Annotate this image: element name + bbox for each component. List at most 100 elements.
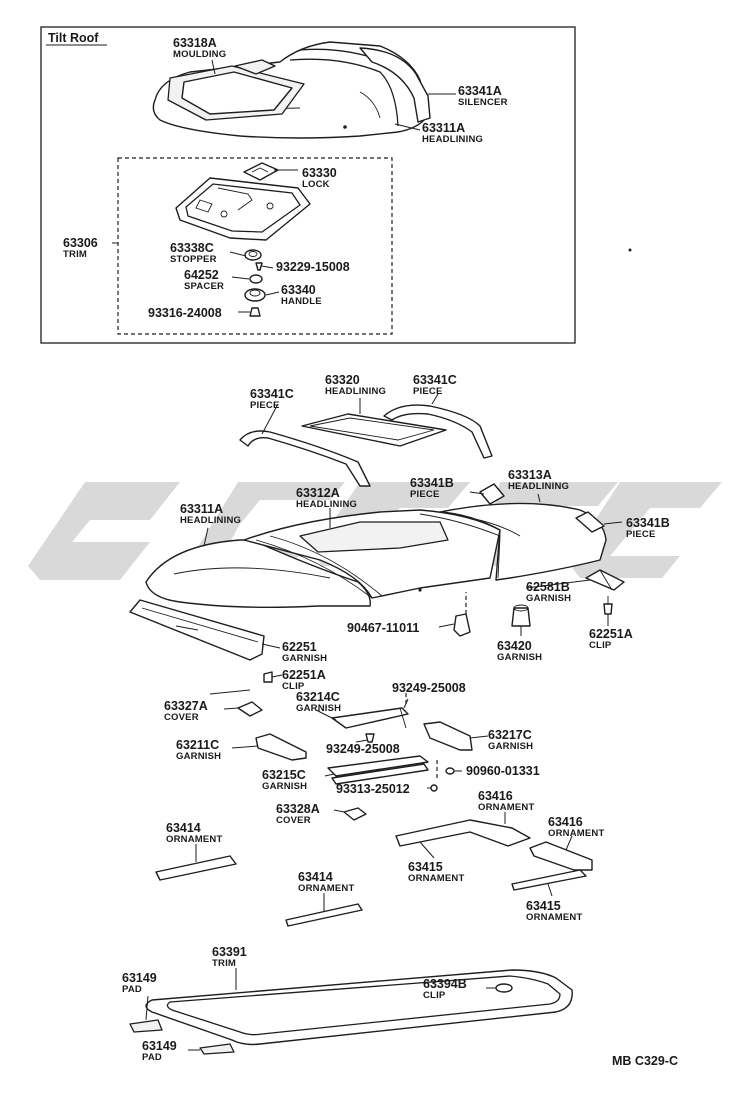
callout-63328a-name: COVER: [276, 815, 311, 826]
garnish-63211c: [255, 733, 307, 761]
ornament-63414-left: [155, 855, 237, 881]
pad-63149-lower: [199, 1043, 235, 1055]
callout-63330-name: LOCK: [302, 179, 330, 190]
screw-93313-25012: [430, 784, 438, 792]
headlining-63320-top: [301, 413, 447, 447]
callout-63311a-main-name: HEADLINING: [180, 515, 241, 526]
callout-63149-lower-number: 63149: [142, 1039, 177, 1053]
callout-63306-name: TRIM: [63, 249, 87, 260]
garnish-62251-front: [129, 599, 265, 661]
callout-63306-number: 63306: [63, 236, 98, 250]
ornament-63416-right: [529, 841, 593, 871]
callout-63311a-main-number: 63311A: [180, 502, 223, 516]
callout-labels: 63318A MOULDING 63341A SILENCER 63311A H…: [63, 36, 678, 1068]
spacer-64252: [249, 274, 263, 284]
clip-62251a-right: [603, 596, 613, 615]
callout-64252-number: 64252: [184, 268, 219, 282]
callout-62581b-number: 62581B: [526, 580, 570, 594]
callout-63214c-number: 63214C: [296, 690, 340, 704]
callout-63415-right-number: 63415: [526, 899, 561, 913]
callout-63313a-number: 63313A: [508, 468, 552, 482]
callout-63341b-small-name: PIECE: [410, 489, 440, 500]
callout-90467-11011-number: 90467-11011: [347, 621, 419, 635]
headlining-63313a-rear: [419, 502, 607, 581]
screw-93249-25008-lower: [365, 733, 375, 743]
callout-63340-number: 63340: [281, 283, 316, 297]
headlining-63312a-center: [243, 509, 501, 599]
callout-63420-number: 63420: [497, 639, 532, 653]
callout-63415-left-number: 63415: [408, 860, 443, 874]
callout-63415-right-name: ORNAMENT: [526, 912, 583, 923]
handle-63340: [244, 288, 266, 302]
trim-plate-63306: [175, 177, 311, 241]
callout-63341c-right-name: PIECE: [413, 386, 443, 397]
callout-63320-number: 63320: [325, 373, 360, 387]
inset-title: Tilt Roof: [48, 31, 99, 45]
callout-93316-24008-number: 93316-24008: [148, 306, 222, 320]
callout-93249-25008-lower-number: 93249-25008: [326, 742, 400, 756]
main-leader-lines: [145, 393, 623, 1051]
callout-93249-25008-upper-number: 93249-25008: [392, 681, 466, 695]
piece-63341c-left: [239, 430, 371, 487]
garnish-63217c: [423, 721, 473, 751]
callout-90960-01331-number: 90960-01331: [466, 764, 540, 778]
callout-62251a-left-number: 62251A: [282, 668, 326, 682]
piece-63341b-small: [479, 483, 505, 505]
callout-63414-left-name: ORNAMENT: [166, 834, 223, 845]
callout-63341c-left-number: 63341C: [250, 387, 294, 401]
silencer-63341a: [359, 47, 431, 123]
garnish-62581b: [585, 569, 625, 591]
callout-63338c-name: STOPPER: [170, 254, 217, 265]
callout-63414-left-number: 63414: [166, 821, 201, 835]
clip-62251a-left: [263, 671, 273, 683]
callout-63217c-number: 63217C: [488, 728, 532, 742]
callout-62251a-left-name: CLIP: [282, 681, 305, 692]
callout-63330-number: 63330: [302, 166, 337, 180]
callout-63391-name: TRIM: [212, 958, 236, 969]
callout-63327a-number: 63327A: [164, 699, 208, 713]
stopper-63338c: [244, 249, 262, 261]
inset-leader-lines: [112, 59, 456, 313]
callout-63394b-name: CLIP: [423, 990, 446, 1001]
callout-63211c-number: 63211C: [176, 738, 219, 752]
clip-63394b: [495, 983, 513, 993]
callout-63149-upper-number: 63149: [122, 971, 157, 985]
callout-63149-lower-name: PAD: [142, 1052, 162, 1063]
callout-63341b-small-number: 63341B: [410, 476, 454, 490]
callout-63341a-number: 63341A: [458, 84, 502, 98]
callout-64252-name: SPACER: [184, 281, 224, 292]
callout-63311a-name: HEADLINING: [422, 134, 483, 145]
ornament-63415-right: [511, 869, 587, 891]
trim-assembly-boundary: [117, 157, 393, 335]
callout-62251a-right-name: CLIP: [589, 640, 612, 651]
piece-63341c-right: [383, 404, 493, 459]
cover-63328a: [343, 807, 367, 821]
callout-63416-left-name: ORNAMENT: [478, 802, 535, 813]
inset-tilt-roof: Tilt Roof: [40, 26, 576, 344]
callout-63328a-number: 63328A: [276, 802, 320, 816]
callout-63311a-number: 63311A: [422, 121, 465, 135]
callout-63415-left-name: ORNAMENT: [408, 873, 465, 884]
stray-dot: [628, 248, 632, 252]
callout-62251-number: 62251: [282, 640, 317, 654]
garnish-63215c: [327, 755, 429, 785]
trim-63391-frame: [145, 969, 573, 1046]
callout-93313-25012-number: 93313-25012: [336, 782, 410, 796]
callout-63416-left-number: 63416: [478, 789, 513, 803]
garnish-63214c: [331, 707, 409, 729]
callout-63318a-name: MOULDING: [173, 49, 226, 60]
callout-62251-name: GARNISH: [282, 653, 327, 664]
callout-63312a-name: HEADLINlNG: [296, 499, 357, 510]
callout-63414-middle-name: ORNAMENT: [298, 883, 355, 894]
callout-63341c-right-number: 63341C: [413, 373, 457, 387]
callout-62251a-right-number: 62251A: [589, 627, 633, 641]
ornament-63414-middle: [285, 903, 363, 927]
callout-63391-number: 63391: [212, 945, 247, 959]
callout-63211c-name: GARNISH: [176, 751, 221, 762]
callout-63341a-name: SILENCER: [458, 97, 508, 108]
callout-63416-right-name: ORNAMENT: [548, 828, 605, 839]
callout-63320-name: HEADLINING: [325, 386, 386, 397]
moulding-63318a: [167, 59, 305, 121]
callout-63313a-name: HEADLINING: [508, 481, 569, 492]
